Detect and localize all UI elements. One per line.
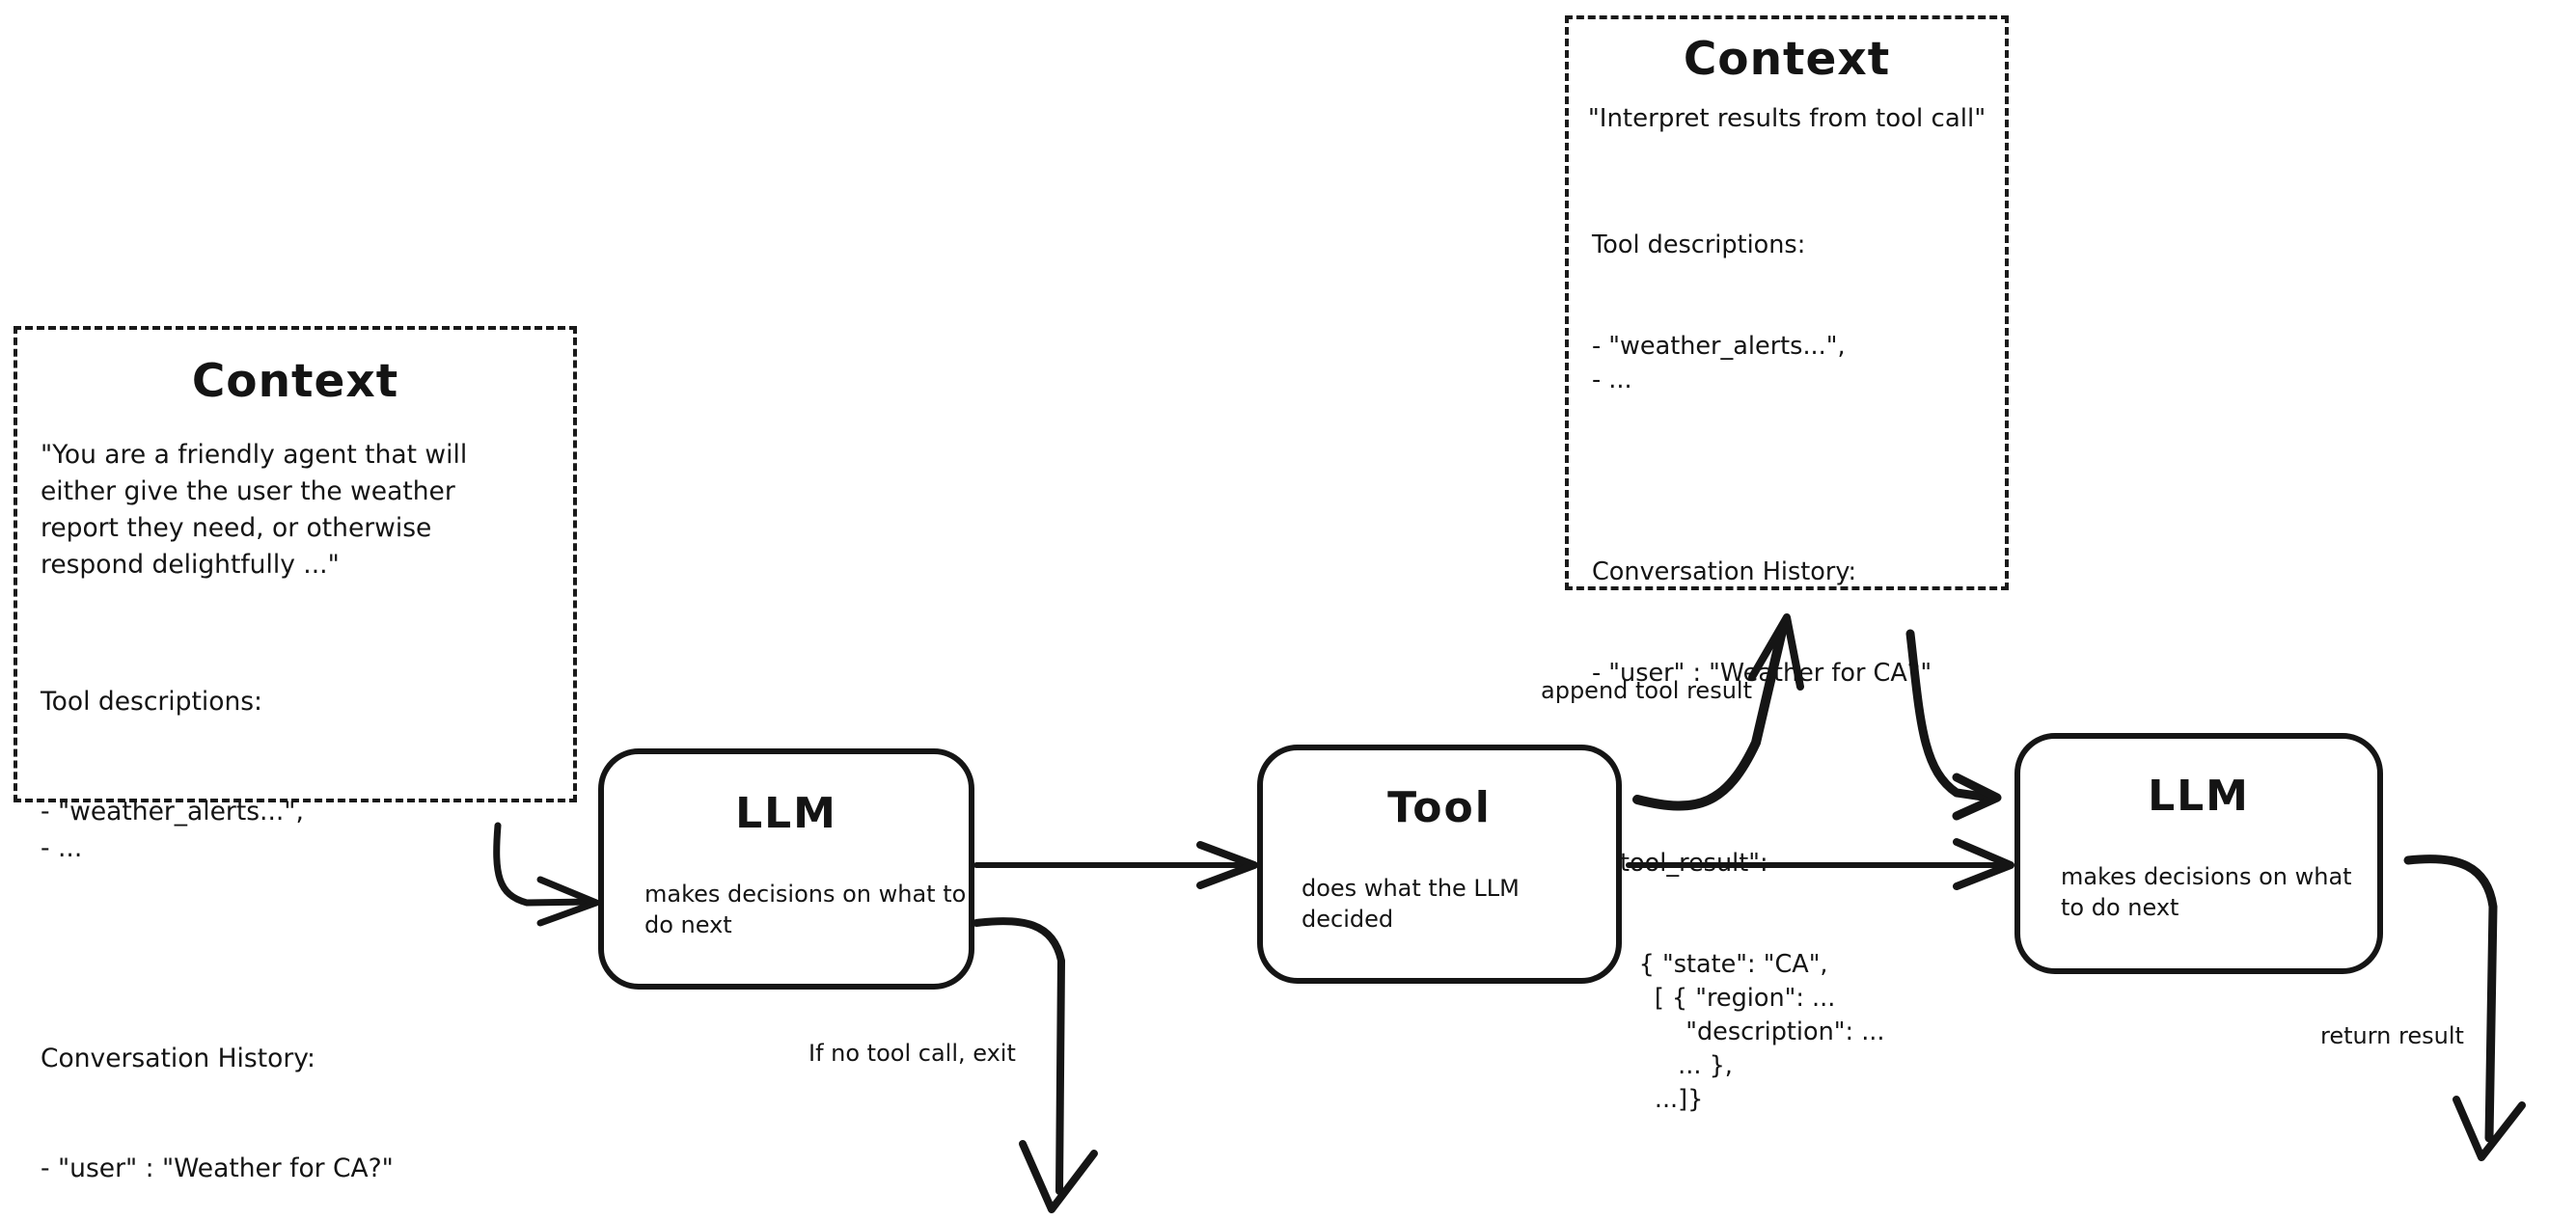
node-tool-subtitle: does what the LLM decided bbox=[1302, 875, 1520, 933]
context-left-conversation-heading: Conversation History: bbox=[41, 1044, 315, 1073]
edge-label-append-tool-result: append tool result bbox=[1541, 677, 1752, 704]
arrow-llm1-to-tool bbox=[973, 841, 1258, 889]
edge-label-if-no-tool-call-exit: If no tool call, exit bbox=[808, 1040, 1016, 1067]
node-llm-1-title: LLM bbox=[735, 789, 837, 838]
context-left-conversation-items: - "user" : "Weather for CA?" bbox=[41, 1153, 394, 1183]
context-right-tool-heading: Tool descriptions: bbox=[1592, 231, 1806, 259]
context-right-tool-result-label: - "tool_result": bbox=[1592, 849, 1768, 878]
context-right-instruction: "Interpret results from tool call" bbox=[1587, 104, 1987, 133]
edge-label-return-result: return result bbox=[2320, 1022, 2464, 1049]
node-llm-1[interactable]: LLM makes decisions on what to do next bbox=[598, 748, 974, 990]
node-llm-1-subtitle: makes decisions on what to do next bbox=[644, 881, 967, 938]
context-left-conversation: Conversation History: - "user" : "Weathe… bbox=[41, 967, 573, 1221]
node-llm-2[interactable]: LLM makes decisions on what to do next bbox=[2014, 733, 2383, 974]
node-tool[interactable]: Tool does what the LLM decided bbox=[1257, 745, 1622, 984]
context-right-tool-result: - "tool_result": { "state": "CA", [ { "r… bbox=[1592, 779, 2005, 1184]
context-left-tool-items: - "weather_alerts...", - ... bbox=[41, 797, 304, 863]
context-right-title: Context bbox=[1683, 33, 1891, 86]
node-llm-2-subtitle: makes decisions on what to do next bbox=[2061, 863, 2352, 921]
context-box-left: Context "You are a friendly agent that w… bbox=[14, 326, 577, 1183]
context-right-tool-result-json: { "state": "CA", [ { "region": ... "desc… bbox=[1638, 950, 1885, 1114]
node-llm-2-title: LLM bbox=[2148, 772, 2250, 821]
arrow-llm2-return bbox=[2403, 855, 2526, 1161]
node-tool-title: Tool bbox=[1387, 783, 1492, 832]
context-left-tool-heading: Tool descriptions: bbox=[41, 687, 262, 717]
context-left-tool-descriptions: Tool descriptions: - "weather_alerts..."… bbox=[41, 610, 573, 940]
context-left-title: Context bbox=[191, 355, 399, 408]
context-right-tool-items: - "weather_alerts...", - ... bbox=[1592, 332, 1846, 394]
context-left-system-prompt: "You are a friendly agent that will eith… bbox=[41, 440, 476, 580]
context-right-conversation: Conversation History: - "user" : "Weathe… bbox=[1592, 488, 2005, 758]
context-right-conversation-heading: Conversation History: bbox=[1592, 557, 1857, 586]
context-box-right: Context "Interpret results from tool cal… bbox=[1565, 15, 2009, 1114]
context-right-tool-descriptions: Tool descriptions: - "weather_alerts..."… bbox=[1592, 161, 2005, 465]
context-right-conversation-user: - "user" : "Weather for CA?" bbox=[1592, 659, 1932, 688]
